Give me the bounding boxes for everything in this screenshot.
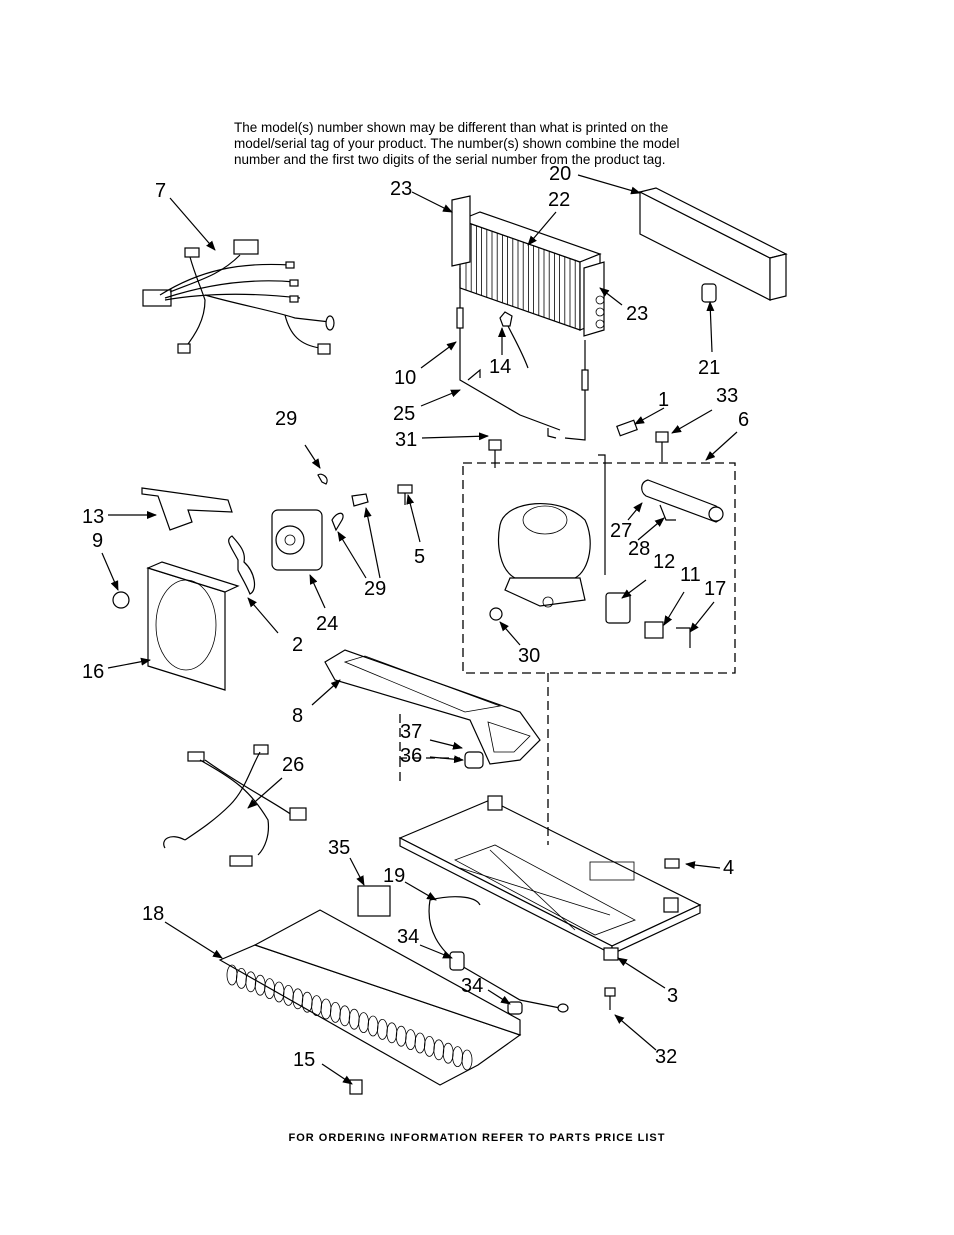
- callout-23-top: 23: [390, 178, 412, 200]
- callout-28: 28: [628, 538, 650, 560]
- machine-base-drawing: [398, 795, 702, 1010]
- callout-9: 9: [92, 530, 103, 552]
- callout-29-bottom: 29: [364, 578, 386, 600]
- callout-14: 14: [489, 356, 511, 378]
- callout-25: 25: [393, 403, 415, 425]
- compressor-group-outline: [462, 462, 736, 674]
- callout-13: 13: [82, 506, 104, 528]
- callout-17: 17: [704, 578, 726, 600]
- callout-8: 8: [292, 705, 303, 727]
- model-number-disclaimer: The model(s) number shown may be differe…: [234, 120, 734, 168]
- callout-22: 22: [548, 189, 570, 211]
- callout-21: 21: [698, 357, 720, 379]
- callout-18: 18: [142, 903, 164, 925]
- callout-36: 36: [400, 745, 422, 767]
- callout-34-lower: 34: [461, 975, 483, 997]
- callout-12: 12: [653, 551, 675, 573]
- drain-pan-drawing: [324, 649, 541, 769]
- callout-30: 30: [518, 645, 540, 667]
- callout-31: 31: [395, 429, 417, 451]
- callout-15: 15: [293, 1049, 315, 1071]
- callout-6: 6: [738, 409, 749, 431]
- callout-27: 27: [610, 520, 632, 542]
- callout-1: 1: [658, 389, 669, 411]
- callout-7: 7: [155, 180, 166, 202]
- wiring-harness-drawing: [142, 239, 335, 355]
- callout-16: 16: [82, 661, 104, 683]
- callout-24: 24: [316, 613, 338, 635]
- callout-2: 2: [292, 634, 303, 656]
- disclaimer-line-3: number and the first two digits of the s…: [234, 152, 666, 167]
- callout-35: 35: [328, 837, 350, 859]
- ordering-info-footer: FOR ORDERING INFORMATION REFER TO PARTS …: [288, 1132, 666, 1144]
- condenser-drawing: [218, 885, 569, 1095]
- callout-37: 37: [400, 721, 422, 743]
- callout-3: 3: [667, 985, 678, 1007]
- callout-numbers: 7 23 22 20 23 21 10 14 25 31 1 33 6 29 5…: [82, 163, 749, 1071]
- evaporator-drawing: [451, 195, 605, 441]
- fan-assembly-drawing: [112, 473, 413, 691]
- callout-33: 33: [716, 385, 738, 407]
- evaporator-cover-drawing: [638, 187, 788, 303]
- callout-11: 11: [680, 564, 701, 586]
- callout-4: 4: [723, 857, 734, 879]
- disclaimer-line-1: The model(s) number shown may be differe…: [234, 120, 669, 135]
- callout-19: 19: [383, 865, 405, 887]
- callout-23-right: 23: [626, 303, 648, 325]
- callout-26: 26: [282, 754, 304, 776]
- callout-34-upper: 34: [397, 926, 419, 948]
- wire-harness-drawing: [163, 744, 307, 867]
- callout-32: 32: [655, 1046, 677, 1068]
- leader-arrows: [101, 174, 738, 1085]
- callout-10: 10: [394, 367, 416, 389]
- callout-20: 20: [549, 163, 571, 185]
- disclaimer-line-2: model/serial tag of your product. The nu…: [234, 136, 680, 151]
- callout-29-top: 29: [275, 408, 297, 430]
- callout-5: 5: [414, 546, 425, 568]
- compressor-drawing: [488, 419, 724, 648]
